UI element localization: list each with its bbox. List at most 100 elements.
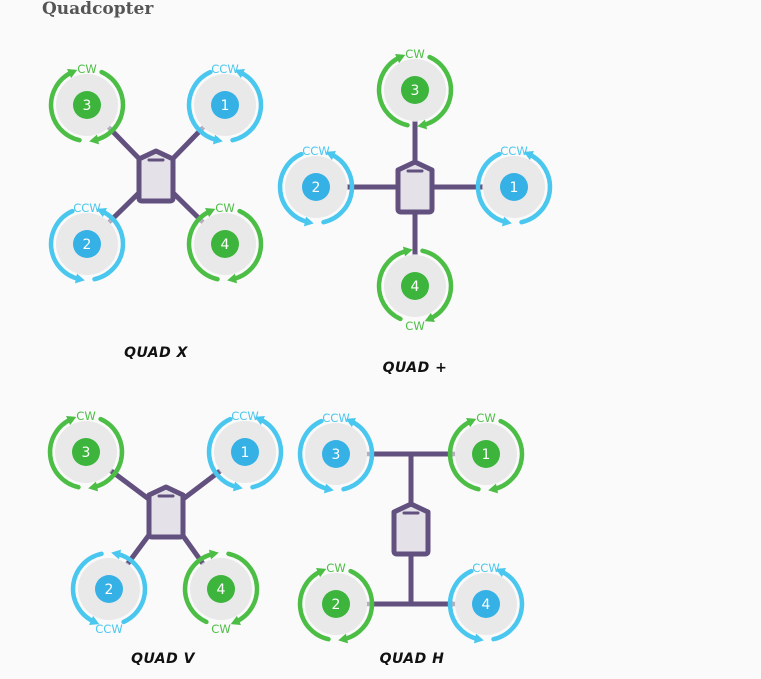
rotation-arc — [341, 418, 375, 492]
rotation-direction-label: CCW — [500, 144, 527, 158]
rotation-direction-label: CCW — [211, 62, 238, 76]
rotation-arc — [420, 54, 454, 128]
motor-hub — [73, 91, 101, 119]
rotation-arrowhead-icon — [316, 568, 327, 578]
rotation-arc — [230, 69, 264, 143]
rotation-arc — [341, 568, 375, 642]
rotation-direction-label: CCW — [95, 622, 122, 636]
rotation-arc — [226, 551, 260, 625]
rotation-direction-label: CW — [326, 561, 345, 575]
motor-hub — [211, 91, 239, 119]
rotation-arc — [420, 248, 454, 322]
rotation-direction-label: CW — [405, 319, 424, 333]
rotation-arrowhead-icon — [345, 418, 356, 428]
rotation-arrowhead-icon — [395, 54, 406, 64]
rotation-arrowhead-icon — [325, 151, 336, 161]
rotation-direction-label: CCW — [231, 409, 258, 423]
rotation-arc — [182, 551, 216, 625]
motor-hub — [322, 440, 350, 468]
body-outline — [391, 501, 431, 557]
rotation-arc — [491, 418, 525, 492]
rotation-arrowhead-icon — [111, 549, 122, 560]
rotation-arrowhead-icon — [227, 273, 238, 284]
motor-hub — [500, 173, 528, 201]
rotation-arrowhead-icon — [89, 134, 100, 145]
rotation-arc — [230, 208, 264, 282]
rotation-arrowhead-icon — [402, 246, 413, 257]
motor-number-label: 2 — [312, 180, 321, 196]
rotation-arc — [447, 418, 481, 492]
motor-number-label: 4 — [411, 279, 420, 295]
rotation-arc — [297, 568, 331, 642]
rotation-arrowhead-icon — [466, 418, 477, 428]
rotation-direction-label: CCW — [472, 561, 499, 575]
rotation-arc — [447, 568, 481, 642]
motor-hub — [95, 575, 123, 603]
rotation-arrowhead-icon — [323, 483, 334, 494]
motor-3: CW 3 — [48, 62, 126, 145]
rotation-arrowhead-icon — [88, 481, 99, 492]
motor-number-label: 2 — [105, 582, 114, 598]
rotation-arrowhead-icon — [501, 216, 512, 227]
rotation-arc — [277, 151, 311, 225]
motor-number-label: 4 — [217, 582, 226, 598]
rotation-arc — [186, 208, 220, 282]
rotation-direction-label: CW — [77, 62, 96, 76]
rotation-arrowhead-icon — [417, 119, 428, 130]
rotation-direction-label: CCW — [302, 144, 329, 158]
rotation-arc — [114, 551, 148, 625]
motor-hub — [73, 230, 101, 258]
flight-controller-body — [395, 159, 435, 215]
motor-number-label: 3 — [82, 445, 91, 461]
motor-1: CCW 1 — [206, 409, 284, 492]
rotation-arrowhead-icon — [495, 568, 506, 578]
motor-number-label: 1 — [221, 98, 230, 114]
motor-number-label: 3 — [332, 447, 341, 463]
motor-number-label: 3 — [83, 98, 92, 114]
motor-number-label: 3 — [411, 83, 420, 99]
motor-number-label: 4 — [221, 237, 230, 253]
motor-3: CW3 — [376, 47, 454, 130]
rotation-arc — [321, 151, 355, 225]
rotation-arrowhead-icon — [208, 549, 219, 560]
rotation-direction-label: CW — [215, 201, 234, 215]
rotation-arc — [48, 208, 82, 282]
flight-controller-body — [136, 148, 176, 204]
rotation-arc — [70, 551, 104, 625]
rotation-arrowhead-icon — [254, 416, 265, 426]
motor-number-label: 1 — [510, 180, 519, 196]
rotation-arrowhead-icon — [473, 633, 484, 644]
rotation-arrowhead-icon — [66, 416, 77, 426]
rotation-arrowhead-icon — [74, 273, 85, 284]
rotation-arrowhead-icon — [232, 481, 243, 492]
rotation-direction-label: CCW — [322, 411, 349, 425]
motor-1: CCW 1 — [475, 144, 553, 227]
rotation-arrowhead-icon — [212, 134, 223, 145]
rotation-arc — [91, 416, 125, 490]
motor-hub — [72, 438, 100, 466]
motor-number-label: 1 — [241, 445, 250, 461]
rotation-arrowhead-icon — [67, 69, 78, 79]
rotation-direction-label: CW — [76, 409, 95, 423]
rotation-arrowhead-icon — [523, 151, 534, 161]
rotation-arrowhead-icon — [89, 615, 100, 625]
flight-controller-body — [146, 484, 186, 540]
motor-hub — [302, 173, 330, 201]
rotation-arrowhead-icon — [424, 312, 435, 322]
rotation-arc — [48, 69, 82, 143]
motor-4: CW4 — [182, 549, 260, 636]
rotation-arc — [206, 416, 240, 490]
configuration-label: QUAD X — [124, 345, 188, 361]
rotation-arc — [186, 69, 220, 143]
motor-hub — [472, 590, 500, 618]
motor-hub — [211, 230, 239, 258]
configuration-label: QUAD H — [380, 651, 445, 667]
rotation-arc — [376, 248, 410, 322]
configuration-label: QUAD V — [131, 651, 195, 667]
page-title: Quadcopter — [42, 0, 154, 19]
motor-number-label: 2 — [332, 597, 341, 613]
motor-hub — [322, 590, 350, 618]
